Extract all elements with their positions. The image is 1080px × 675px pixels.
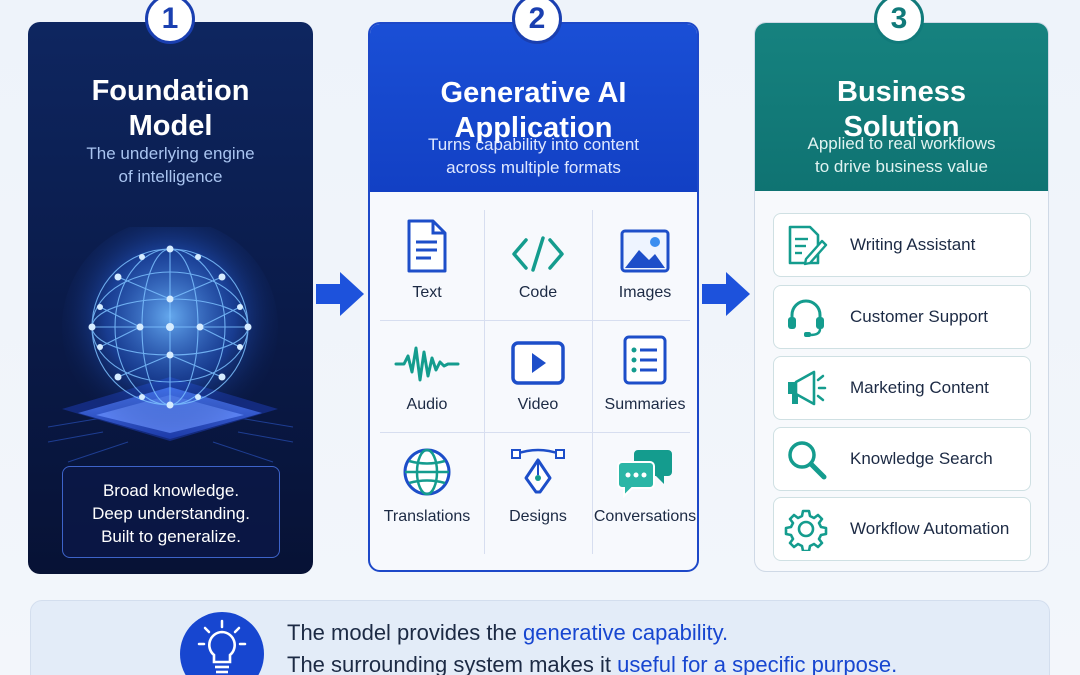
- lightbulb-icon: [180, 612, 264, 675]
- generative-ai-subtitle: Turns capability into content across mul…: [427, 135, 640, 177]
- format-images: Images: [591, 214, 697, 302]
- step-badge-3: 3: [874, 0, 924, 44]
- grid-divider: [592, 210, 593, 554]
- format-conversations: Conversations: [591, 438, 697, 526]
- arrow-right-icon: [702, 272, 750, 316]
- solution-customer-support: Customer Support: [773, 285, 1031, 349]
- business-solution-panel: Business Solution Applied to real workfl…: [754, 22, 1049, 572]
- generative-ai-title: Generative AI Application: [440, 77, 627, 144]
- arrow-right-icon: [316, 272, 364, 316]
- generative-ai-header: [370, 24, 697, 192]
- neural-globe-illustration: [47, 219, 294, 477]
- banner-line-1: The model provides the generative capabi…: [287, 620, 729, 645]
- format-audio: Audio: [373, 326, 481, 414]
- pen-tool-icon: [484, 438, 592, 498]
- code-icon: [484, 214, 592, 274]
- trait-line: Broad knowledge.: [102, 481, 240, 500]
- format-text: Text: [373, 214, 481, 302]
- megaphone-icon: [774, 356, 838, 420]
- highlight-text: useful for a specific purpose.: [617, 652, 898, 675]
- foundation-model-title: Foundation Model: [91, 75, 250, 142]
- business-solution-title: Business Solution: [837, 76, 966, 143]
- edit-document-icon: [774, 213, 838, 277]
- solution-knowledge-search: Knowledge Search: [773, 427, 1031, 491]
- format-designs: Designs: [484, 438, 592, 526]
- solution-workflow-automation: Workflow Automation: [773, 497, 1031, 561]
- globe-icon: [373, 438, 481, 498]
- chat-icon: [591, 438, 697, 498]
- image-icon: [591, 214, 697, 274]
- document-icon: [373, 214, 481, 274]
- headset-icon: [774, 285, 838, 349]
- trait-line: Deep understanding.: [92, 504, 250, 523]
- banner-line-2: The surrounding system makes it useful f…: [287, 652, 898, 675]
- solution-marketing-content: Marketing Content: [773, 356, 1031, 420]
- format-code: Code: [484, 214, 592, 302]
- grid-divider: [380, 320, 690, 321]
- step-badge-1: 1: [145, 0, 195, 44]
- waveform-icon: [373, 326, 481, 386]
- foundation-traits-box: Broad knowledge. Deep understanding. Bui…: [62, 466, 280, 558]
- format-summaries: Summaries: [591, 326, 697, 414]
- list-icon: [591, 326, 697, 386]
- grid-divider: [484, 210, 485, 554]
- format-translations: Translations: [373, 438, 481, 526]
- grid-divider: [380, 432, 690, 433]
- foundation-model-subtitle: The underlying engine of intelligence: [86, 144, 255, 186]
- trait-line: Built to generalize.: [101, 527, 241, 546]
- step-badge-2: 2: [512, 0, 562, 44]
- gear-icon: [774, 497, 838, 561]
- business-solution-subtitle: Applied to real workflows to drive busin…: [807, 134, 996, 176]
- play-icon: [484, 326, 592, 386]
- solution-writing-assistant: Writing Assistant: [773, 213, 1031, 277]
- format-video: Video: [484, 326, 592, 414]
- highlight-text: generative capability.: [523, 620, 729, 645]
- generative-ai-panel: Generative AI Application Turns capabili…: [368, 22, 699, 572]
- magnifier-icon: [774, 427, 838, 491]
- business-solution-header: [755, 23, 1048, 191]
- foundation-model-panel: Foundation Model The underlying engine o…: [28, 22, 313, 574]
